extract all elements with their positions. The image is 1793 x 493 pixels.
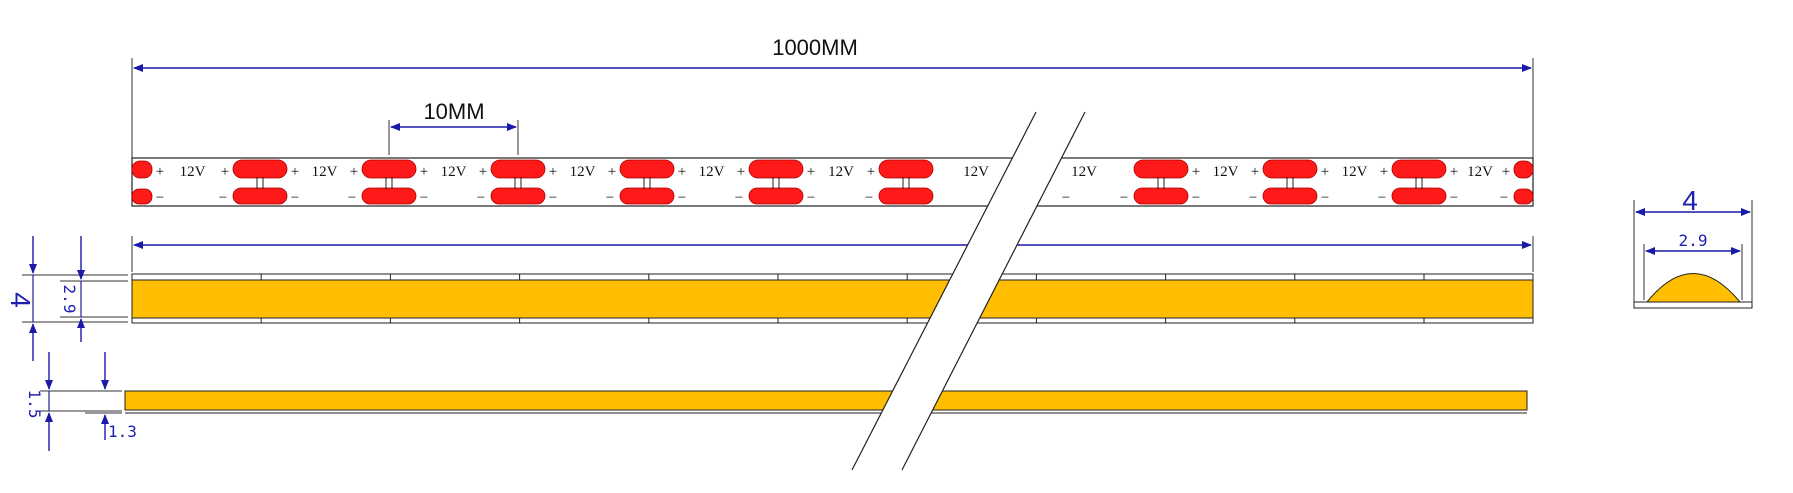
- segment-ticks: [260, 274, 1425, 323]
- minus-terminal-label: −: [606, 190, 614, 206]
- minus-terminal-label: −: [219, 190, 227, 206]
- strip-top-view: [131, 236, 1534, 324]
- minus-terminal-label: −: [156, 190, 164, 206]
- plus-terminal-label: +: [867, 164, 875, 180]
- minus-terminal-label: −: [807, 190, 815, 206]
- led-chip: [361, 159, 417, 179]
- led-chip: [232, 187, 288, 205]
- minus-terminal-label: −: [420, 190, 428, 206]
- voltage-label: 12V: [570, 164, 596, 180]
- minus-terminal-label: −: [1062, 190, 1070, 206]
- segment-length-dimension: 10MM: [388, 99, 519, 155]
- led-chip: [1391, 159, 1447, 179]
- circuit-strip: ++12V−−++12V−−++12V−−++12V−−++12V−−++12V…: [131, 157, 1534, 207]
- led-chip: [490, 159, 546, 179]
- total-thickness-label: 1.5: [25, 390, 44, 419]
- plus-terminal-label: +: [221, 164, 229, 180]
- led-chip: [1262, 159, 1318, 179]
- section-emitter-width-label: 2.9: [1679, 231, 1708, 250]
- plus-terminal-label: +: [678, 164, 686, 180]
- voltage-label: 12V: [699, 164, 725, 180]
- plus-terminal-label: +: [420, 164, 428, 180]
- minus-terminal-label: −: [1378, 190, 1386, 206]
- minus-terminal-label: −: [865, 190, 873, 206]
- led-chip: [1133, 187, 1189, 205]
- plus-terminal-label: +: [737, 164, 745, 180]
- voltage-label: 12V: [1071, 164, 1097, 180]
- plus-terminal-label: +: [807, 164, 815, 180]
- led-layer: [131, 159, 1534, 205]
- voltage-label: 12V: [312, 164, 338, 180]
- led-chip: [361, 187, 417, 205]
- minus-terminal-label: −: [291, 190, 299, 206]
- plus-terminal-label: +: [1192, 164, 1200, 180]
- minus-terminal-label: −: [1321, 190, 1329, 206]
- width-label: 4: [5, 292, 36, 308]
- break-mark: [851, 111, 1086, 471]
- minus-terminal-label: −: [678, 190, 686, 206]
- total-length-label: 1000MM: [772, 35, 858, 60]
- circuit-label-layer: ++12V−−++12V−−++12V−−++12V−−++12V−−++12V…: [156, 164, 1510, 206]
- emitter-width-label: 2.9: [60, 285, 79, 314]
- led-chip: [131, 160, 153, 179]
- plus-terminal-label: +: [350, 164, 358, 180]
- led-chip: [619, 187, 675, 205]
- minus-terminal-label: −: [549, 190, 557, 206]
- plus-terminal-label: +: [549, 164, 557, 180]
- led-chip: [1513, 160, 1534, 179]
- plus-terminal-label: +: [156, 164, 164, 180]
- led-chip: [490, 187, 546, 205]
- voltage-label: 12V: [1213, 164, 1239, 180]
- led-chip: [131, 188, 153, 205]
- led-chip: [619, 159, 675, 179]
- led-chip: [1133, 159, 1189, 179]
- led-chip: [1262, 187, 1318, 205]
- minus-terminal-label: −: [1120, 190, 1128, 206]
- led-chip: [878, 187, 934, 205]
- minus-terminal-label: −: [348, 190, 356, 206]
- plus-terminal-label: +: [1450, 164, 1458, 180]
- plus-terminal-label: +: [1321, 164, 1329, 180]
- led-chip: [878, 159, 934, 179]
- led-chip: [1513, 188, 1534, 205]
- minus-terminal-label: −: [1450, 190, 1458, 206]
- plus-terminal-label: +: [1502, 164, 1510, 180]
- minus-terminal-label: −: [477, 190, 485, 206]
- voltage-label: 12V: [1342, 164, 1368, 180]
- plus-terminal-label: +: [1380, 164, 1388, 180]
- led-chip: [748, 159, 804, 179]
- plus-terminal-label: +: [608, 164, 616, 180]
- strip-side-view: [124, 390, 1528, 414]
- plus-terminal-label: +: [479, 164, 487, 180]
- plus-terminal-label: +: [1251, 164, 1259, 180]
- voltage-label: 12V: [828, 164, 854, 180]
- voltage-label: 12V: [1467, 164, 1493, 180]
- section-width-label: 4: [1682, 185, 1698, 216]
- minus-terminal-label: −: [1249, 190, 1257, 206]
- led-chip: [748, 187, 804, 205]
- plus-terminal-label: +: [291, 164, 299, 180]
- segment-length-label: 10MM: [423, 99, 484, 124]
- board-thickness-label: 1.3: [108, 422, 137, 441]
- led-chip: [232, 159, 288, 179]
- voltage-label: 12V: [963, 164, 989, 180]
- minus-terminal-label: −: [1500, 190, 1508, 206]
- minus-terminal-label: −: [1192, 190, 1200, 206]
- cross-section: 4 2.9: [1633, 185, 1753, 309]
- thickness-dimension: 1.5 1.3: [25, 352, 137, 451]
- led-chip: [1391, 187, 1447, 205]
- width-dimension: 4 2.9: [5, 236, 128, 361]
- voltage-label: 12V: [180, 164, 206, 180]
- voltage-label: 12V: [441, 164, 467, 180]
- minus-terminal-label: −: [735, 190, 743, 206]
- total-length-dimension: 1000MM: [131, 35, 1534, 160]
